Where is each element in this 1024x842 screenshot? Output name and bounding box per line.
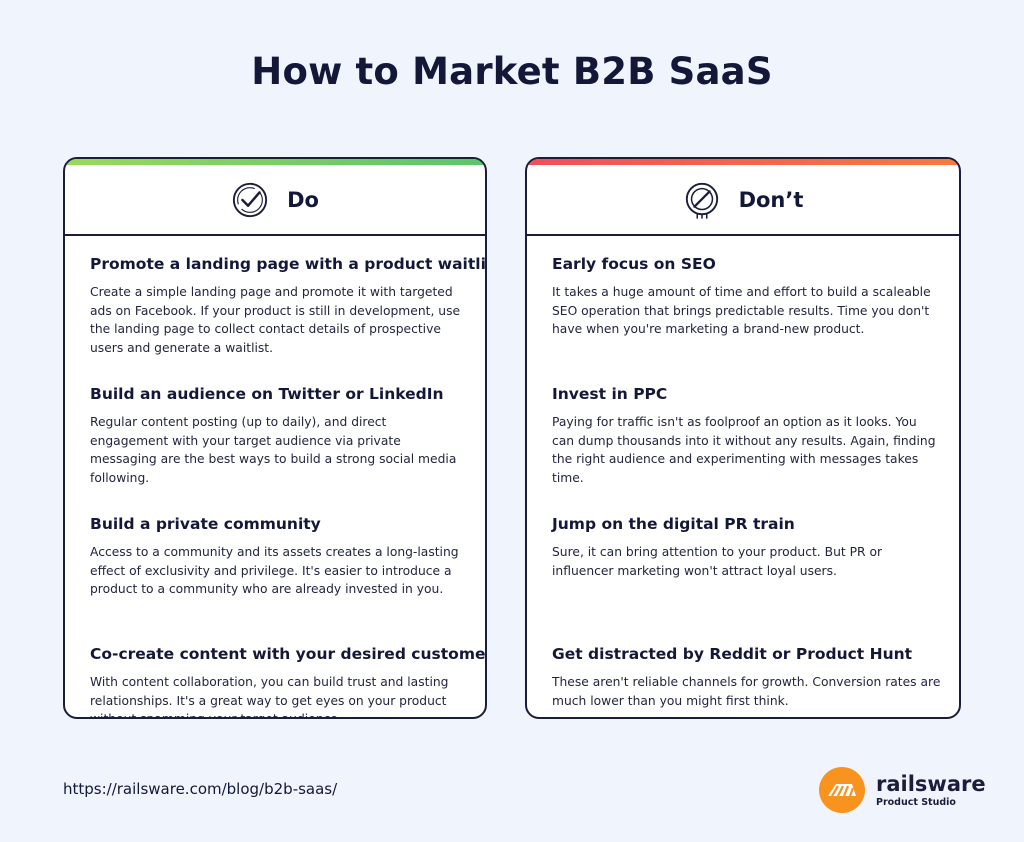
dont-item-title: Get distracted by Reddit or Product Hunt [552,645,913,663]
dont-card: Don’t Early focus on SEO It takes a huge… [525,157,961,719]
do-item: Build a private community Access to a co… [90,515,467,645]
do-item-text: Create a simple landing page and promote… [90,285,461,355]
logo-name: railsware [876,771,986,796]
do-item: Co-create content with your desired cust… [90,645,487,719]
prohibited-icon [685,182,718,219]
do-card: Do Promote a landing page with a product… [63,157,487,719]
railsware-logo: railsware Product Studio [818,766,986,814]
railsware-logo-icon [819,767,865,813]
do-accent-stripe [65,159,485,165]
page-title: How to Market B2B SaaS [251,50,773,93]
do-item: Build an audience on Twitter or LinkedIn… [90,385,467,515]
do-item-text: Access to a community and its assets cre… [90,545,459,596]
dont-item-title: Invest in PPC [552,385,668,403]
check-circle-icon [232,182,268,217]
dont-items-list: Early focus on SEO It takes a huge amoun… [552,255,941,717]
dont-item-text: These aren't reliable channels for growt… [552,675,941,708]
dont-item: Invest in PPC Paying for traffic isn't a… [552,385,941,515]
dont-card-label: Don’t [738,187,804,212]
dont-item-text: Paying for traffic isn't as foolproof an… [552,415,936,485]
do-item-title: Build a private community [90,515,321,533]
source-url: https://railsware.com/blog/b2b-saas/ [63,780,338,798]
dont-item-text: It takes a huge amount of time and effor… [552,285,931,336]
dont-item-text: Sure, it can bring attention to your pro… [552,545,883,578]
dont-accent-stripe [527,159,959,165]
dont-item-title: Early focus on SEO [552,255,716,273]
dont-card-header: Don’t [527,165,959,236]
do-item-title: Co-create content with your desired cust… [90,645,487,663]
dont-item: Early focus on SEO It takes a huge amoun… [552,255,941,385]
dont-item: Jump on the digital PR train Sure, it ca… [552,515,941,645]
logo-subtitle: Product Studio [876,796,956,808]
do-item-title: Promote a landing page with a product wa… [90,255,487,273]
dont-item: Get distracted by Reddit or Product Hunt… [552,645,941,717]
do-card-label: Do [287,187,319,212]
do-item: Promote a landing page with a product wa… [90,255,487,385]
do-item-text: Regular content posting (up to daily), a… [90,415,457,485]
do-items-list: Promote a landing page with a product wa… [90,255,487,719]
do-card-header: Do [65,165,485,236]
dont-item-title: Jump on the digital PR train [552,515,795,533]
do-item-text: With content collaboration, you can buil… [90,675,449,719]
do-item-title: Build an audience on Twitter or LinkedIn [90,385,444,403]
